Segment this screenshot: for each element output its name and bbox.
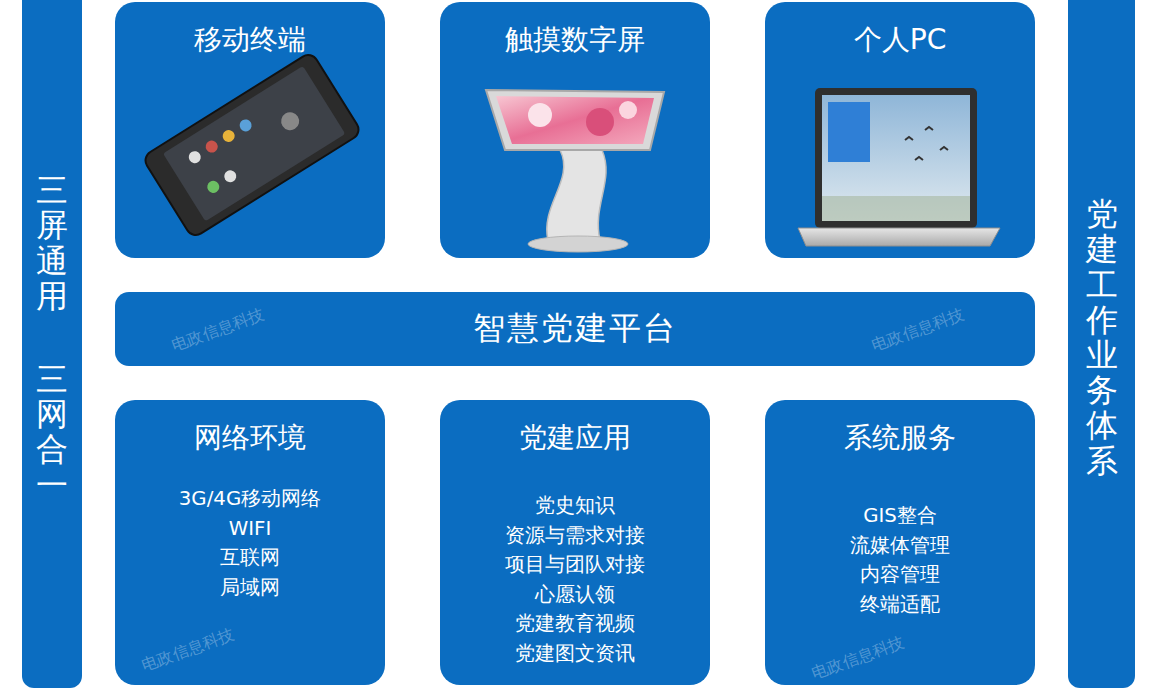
side-band: 党建工作业务体系 bbox=[1068, 0, 1135, 688]
box-title: 移动终端 bbox=[115, 20, 385, 60]
laptop-icon bbox=[798, 88, 1000, 246]
list-item: 党建教育视频 bbox=[440, 609, 710, 639]
box-title: 触摸数字屏 bbox=[440, 20, 710, 60]
list-item: 流媒体管理 bbox=[765, 531, 1035, 561]
list-item: 3G/4G移动网络 bbox=[115, 484, 385, 514]
platform-title: 智慧党建平台 bbox=[473, 307, 677, 351]
list-item: 局域网 bbox=[115, 573, 385, 603]
list-item: 资源与需求对接 bbox=[440, 521, 710, 551]
device-box: 移动终端 bbox=[115, 2, 385, 258]
kiosk-icon bbox=[486, 90, 664, 252]
vertical-label: 三屏通用 bbox=[36, 173, 68, 314]
vertical-label: 党建工作业务体系 bbox=[1086, 197, 1118, 479]
box-title: 个人PC bbox=[765, 20, 1035, 60]
phone-icon bbox=[142, 51, 362, 238]
box-title: 党建应用 bbox=[440, 418, 710, 458]
item-list: 3G/4G移动网络WIFI互联网局域网 bbox=[115, 484, 385, 602]
list-item: 终端适配 bbox=[765, 590, 1035, 620]
feature-box: 网络环境 3G/4G移动网络WIFI互联网局域网 bbox=[115, 400, 385, 685]
item-list: 党史知识资源与需求对接项目与团队对接心愿认领党建教育视频党建图文资讯 bbox=[440, 491, 710, 668]
list-item: 项目与团队对接 bbox=[440, 550, 710, 580]
side-band: 三屏通用三网合一 bbox=[22, 0, 82, 688]
list-item: 党建图文资讯 bbox=[440, 639, 710, 669]
vertical-label: 三网合一 bbox=[36, 362, 68, 503]
list-item: 党史知识 bbox=[440, 491, 710, 521]
list-item: WIFI bbox=[115, 514, 385, 544]
item-list: GIS整合流媒体管理内容管理终端适配 bbox=[765, 501, 1035, 619]
box-title: 系统服务 bbox=[765, 418, 1035, 458]
box-title: 网络环境 bbox=[115, 418, 385, 458]
device-box: 触摸数字屏 bbox=[440, 2, 710, 258]
list-item: 互联网 bbox=[115, 543, 385, 573]
list-item: 内容管理 bbox=[765, 560, 1035, 590]
list-item: GIS整合 bbox=[765, 501, 1035, 531]
feature-box: 党建应用党史知识资源与需求对接项目与团队对接心愿认领党建教育视频党建图文资讯 bbox=[440, 400, 710, 685]
list-item: 心愿认领 bbox=[440, 580, 710, 610]
device-box: 个人PC bbox=[765, 2, 1035, 258]
